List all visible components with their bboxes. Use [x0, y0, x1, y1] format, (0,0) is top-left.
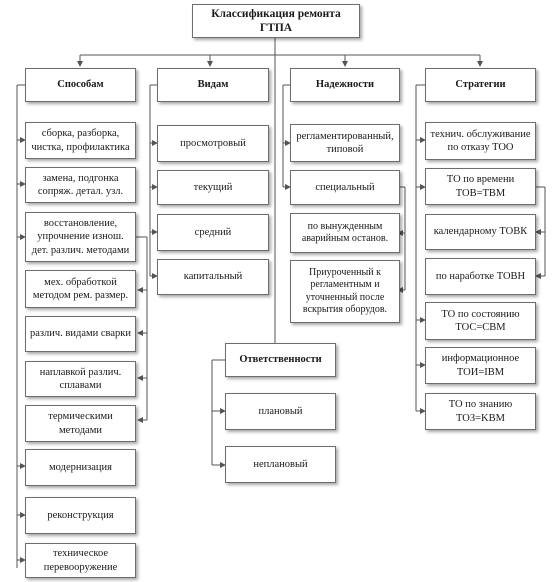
node-tekushchiy: текущий	[157, 170, 269, 205]
node-vynuzhdennym: по вынужденным аварийным останов.	[290, 213, 400, 253]
node-tovn: по наработке ТОВН	[425, 258, 536, 295]
node-tos: ТО по состоянию ТОС=СВМ	[425, 302, 536, 340]
node-neplanovyy: неплановый	[225, 446, 336, 483]
node-modernizatsiya: модернизация	[25, 449, 136, 486]
node-vosstanovlenie: восстановление, упрочнение изнош. дет. р…	[25, 212, 136, 262]
node-perevooruzhenie: техническое перевооружение	[25, 543, 136, 578]
header-vidam: Видам	[157, 68, 269, 102]
header-otvetstvennosti: Ответственности	[225, 343, 336, 377]
node-priurochennyy: Приуроченный к регламентным и уточненный…	[290, 260, 400, 323]
header-strategii: Стратегии	[425, 68, 536, 102]
node-too: технич. обслуживание по отказу ТОО	[425, 122, 536, 160]
node-reglamentirovannyy: регламентированный, типовой	[290, 124, 400, 162]
header-nadezhnosti: Надежности	[290, 68, 400, 102]
node-kapitalnyy: капитальный	[157, 259, 269, 295]
node-mekh-obrabotka: мех. обработкой методом рем. размер.	[25, 270, 136, 308]
node-toz: ТО по знанию ТОЗ=KВМ	[425, 393, 536, 430]
node-tov: ТО по времени ТОВ=ТВМ	[425, 168, 536, 205]
node-toi: информационное ТОИ=IВМ	[425, 347, 536, 384]
node-sborka: сборка, разборка, чистка, профилактика	[25, 122, 136, 159]
node-planovyy: плановый	[225, 393, 336, 430]
node-sredniy: средний	[157, 214, 269, 251]
node-termicheskie: термическими методами	[25, 405, 136, 442]
node-prosmotrovyy: просмотровый	[157, 125, 269, 162]
node-spetsialnyy: специальный	[290, 170, 400, 205]
node-svarka: различ. видами сварки	[25, 316, 136, 352]
diagram-title: Классификация ремонта ГТПА	[192, 4, 360, 38]
header-sposobam: Способам	[25, 68, 136, 102]
node-rekonstruktsiya: реконструкция	[25, 497, 136, 534]
node-tovk: календарному ТОВК	[425, 214, 536, 250]
node-zamena: замена, подгонка сопряж. детал. узл.	[25, 167, 136, 203]
node-naplavka: наплавкой различ. сплавами	[25, 361, 136, 397]
